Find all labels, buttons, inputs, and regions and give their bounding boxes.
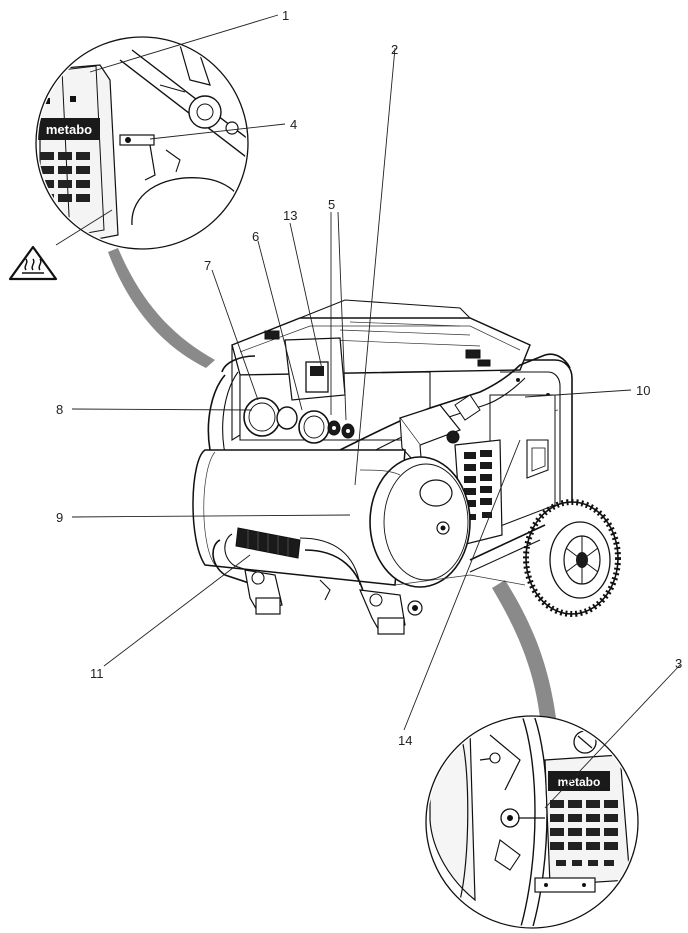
hot-surface-warning-icon [8, 245, 58, 281]
compressor-illustration [192, 299, 621, 635]
foot-left [244, 569, 283, 615]
leader-lines [71, 14, 681, 809]
detail-view-bottom: metabo [425, 715, 639, 929]
callout-6: 6 [252, 229, 259, 244]
callout-3: 3 [675, 656, 682, 671]
callout-2: 2 [391, 42, 398, 57]
callout-14: 14 [398, 733, 412, 748]
callout-13: 13 [283, 208, 297, 223]
callout-8: 8 [56, 402, 63, 417]
foot-right [359, 589, 406, 635]
detail-connector-top [108, 248, 215, 368]
detail-top-brand: metabo [46, 122, 92, 137]
callout-11: 11 [90, 666, 104, 681]
callout-5: 5 [328, 197, 335, 212]
detail-view-top: metabo [35, 36, 249, 250]
callout-labels: 1 2 3 4 5 6 7 8 9 10 11 13 14 [56, 8, 682, 748]
lower-handle-grip [235, 527, 301, 559]
detail-bottom-brand: metabo [558, 775, 601, 789]
callout-10: 10 [636, 383, 650, 398]
callout-4: 4 [290, 117, 297, 132]
air-tank [192, 449, 406, 586]
callout-1: 1 [282, 8, 289, 23]
callout-7: 7 [204, 258, 211, 273]
wheel [523, 499, 621, 617]
detail-connector-bottom [492, 580, 556, 718]
callout-9: 9 [56, 510, 63, 525]
